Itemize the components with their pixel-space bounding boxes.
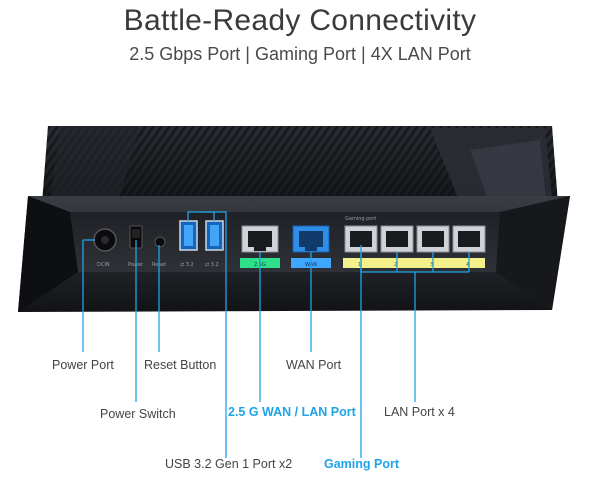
page-title: Battle-Ready Connectivity: [123, 4, 477, 37]
callout-reset-button: Reset Button: [144, 358, 217, 372]
lan-port-3[interactable]: [416, 225, 450, 253]
reset-button[interactable]: [154, 236, 166, 248]
callout-wan-port: WAN Port: [286, 358, 342, 372]
panel-label-gaming: Gaming port: [345, 216, 376, 222]
panel-label-lan-2: 2: [394, 262, 397, 268]
wan-lan-25g-port[interactable]: [241, 225, 279, 253]
callout-gaming-port: Gaming Port: [324, 457, 400, 471]
callout-power-switch: Power Switch: [100, 407, 176, 421]
power-port[interactable]: [93, 228, 117, 252]
power-switch[interactable]: [129, 225, 143, 249]
panel-label-dcin: DCIN: [97, 262, 110, 268]
panel-label-lan-1: 1: [358, 262, 361, 268]
panel-label-usb1: ⇄ 3.2: [180, 262, 194, 268]
lan-port-4[interactable]: [452, 225, 486, 253]
callout-usb: USB 3.2 Gen 1 Port x2: [165, 457, 293, 471]
wan-port[interactable]: [292, 225, 330, 253]
panel-label-lan-3: 3: [430, 262, 433, 268]
usb-port-2[interactable]: [205, 220, 224, 251]
callout-power-port: Power Port: [52, 358, 114, 372]
page-subtitle: 2.5 Gbps Port | Gaming Port | 4X LAN Por…: [129, 44, 471, 64]
panel-label-lan-4: 4: [466, 262, 469, 268]
callout-lan-port: LAN Port x 4: [384, 405, 455, 419]
lan-strip: [343, 258, 485, 268]
panel-label-usb2: ⇄ 3.2: [205, 262, 219, 268]
lan-port-2[interactable]: [380, 225, 414, 253]
callout-lines: [82, 211, 470, 458]
callout-wan-lan-25g: 2.5 G WAN / LAN Port: [228, 405, 356, 419]
usb-port-1[interactable]: [179, 220, 198, 251]
router-base: [18, 196, 570, 312]
